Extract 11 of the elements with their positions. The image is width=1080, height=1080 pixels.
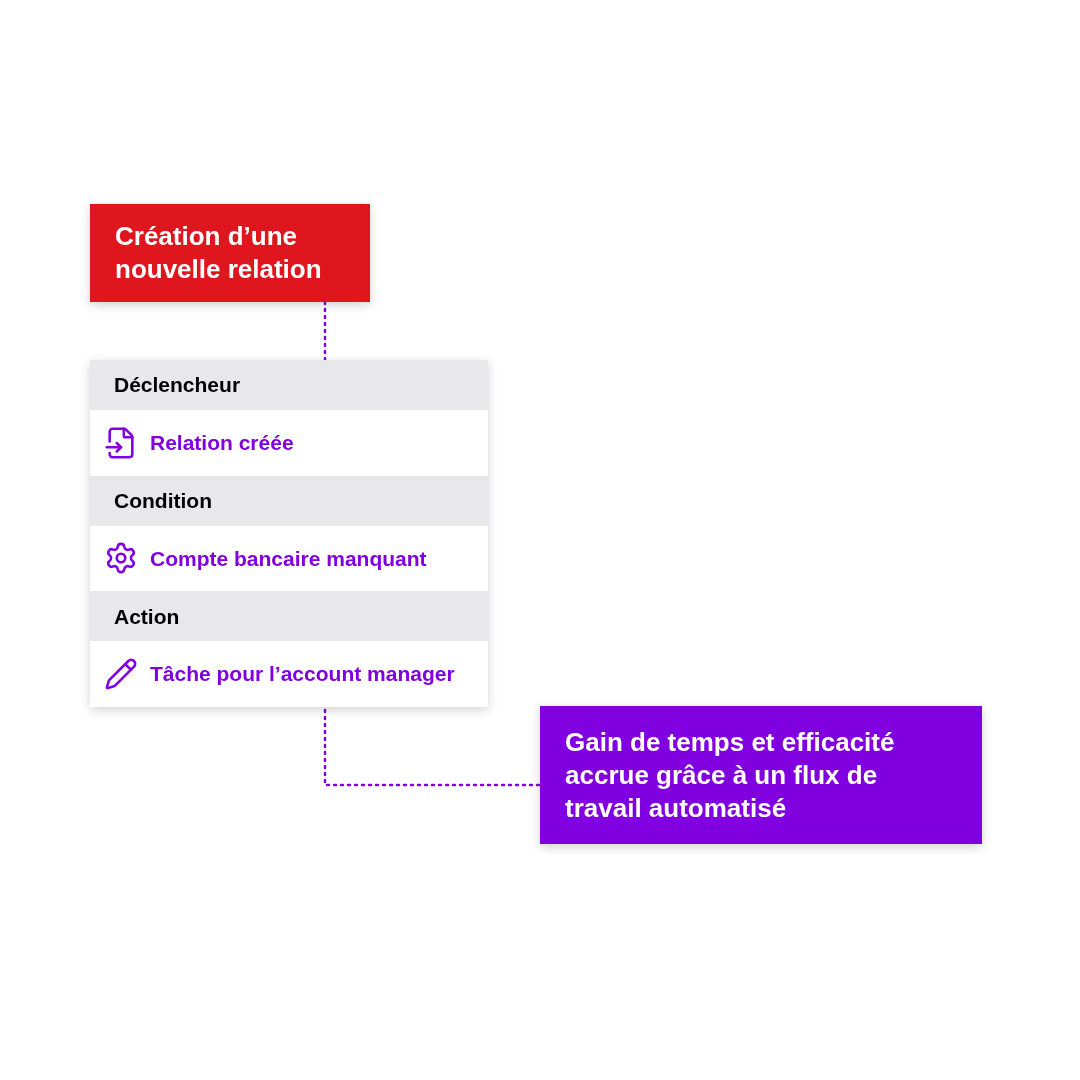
section-header: Action xyxy=(90,591,488,642)
dotted-connector xyxy=(323,300,327,362)
section-header: Condition xyxy=(90,475,488,526)
workflow-card xyxy=(90,360,488,707)
section-header: Déclencheur xyxy=(90,360,488,410)
dotted-connector xyxy=(323,708,542,787)
callout-box: Gain de temps et efficacité accrue grâce à un flux de travail automatisé xyxy=(540,706,982,844)
callout-box: Création d’une nouvelle relation xyxy=(90,204,370,302)
list-item-text: Compte bancaire manquant xyxy=(150,545,427,572)
list-item-text: Relation créée xyxy=(150,430,294,456)
list-item-text: Tâche pour l’account manager xyxy=(150,661,455,688)
